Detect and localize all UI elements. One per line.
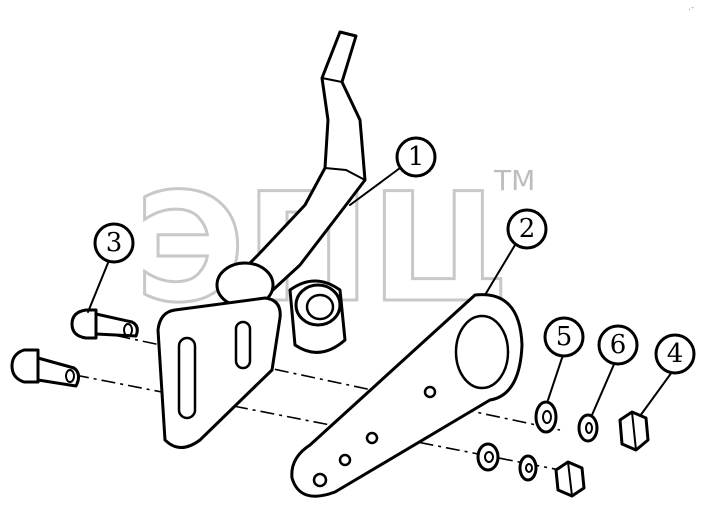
bracket-hole-a — [423, 385, 437, 399]
callout-3-label: 3 — [106, 228, 123, 258]
leader-6 — [591, 361, 616, 416]
callout-3: 3 — [93, 222, 135, 264]
callout-6: 6 — [597, 324, 639, 366]
leader-5 — [547, 354, 564, 401]
bracket-hole-b — [365, 431, 379, 445]
callout-5: 5 — [543, 316, 585, 358]
lock-washer-upper — [577, 413, 599, 443]
callout-1-label: 1 — [408, 142, 425, 172]
plate-slot-right — [234, 320, 252, 370]
callout-4-label: 4 — [667, 339, 684, 369]
fasteners-lower — [476, 442, 586, 498]
leader-3 — [87, 257, 111, 313]
bushing-bore — [305, 293, 335, 321]
callout-4: 4 — [654, 333, 696, 375]
bolt-short-shank — [94, 312, 139, 338]
washer-lower — [476, 442, 500, 472]
bracket-large-hole — [454, 314, 510, 390]
callout-2: 2 — [506, 208, 548, 250]
callout-2-label: 2 — [519, 214, 536, 244]
callout-1: 1 — [395, 136, 437, 178]
leader-1 — [349, 167, 401, 206]
callout-5-label: 5 — [556, 322, 573, 352]
bolt-long-shank — [36, 356, 81, 388]
callout-6-label: 6 — [610, 330, 627, 360]
fasteners-upper — [534, 400, 650, 452]
leader-2 — [484, 244, 516, 296]
washer-upper — [534, 400, 558, 434]
bracket-plate-part — [290, 293, 524, 498]
lever-bracket-plate — [156, 296, 282, 449]
bracket-hole-c — [338, 453, 352, 467]
watermark-trademark: TM — [493, 164, 535, 197]
plate-slot-left — [177, 336, 197, 420]
lever-assembly — [156, 30, 367, 449]
leader-4 — [639, 371, 673, 417]
callout-leaders — [87, 167, 673, 417]
bolt-long — [10, 348, 81, 388]
bolt-short — [70, 308, 139, 340]
corner-mark: .- — [688, 3, 694, 13]
bracket-hole-d — [312, 472, 328, 488]
lock-washer-lower — [518, 454, 538, 482]
